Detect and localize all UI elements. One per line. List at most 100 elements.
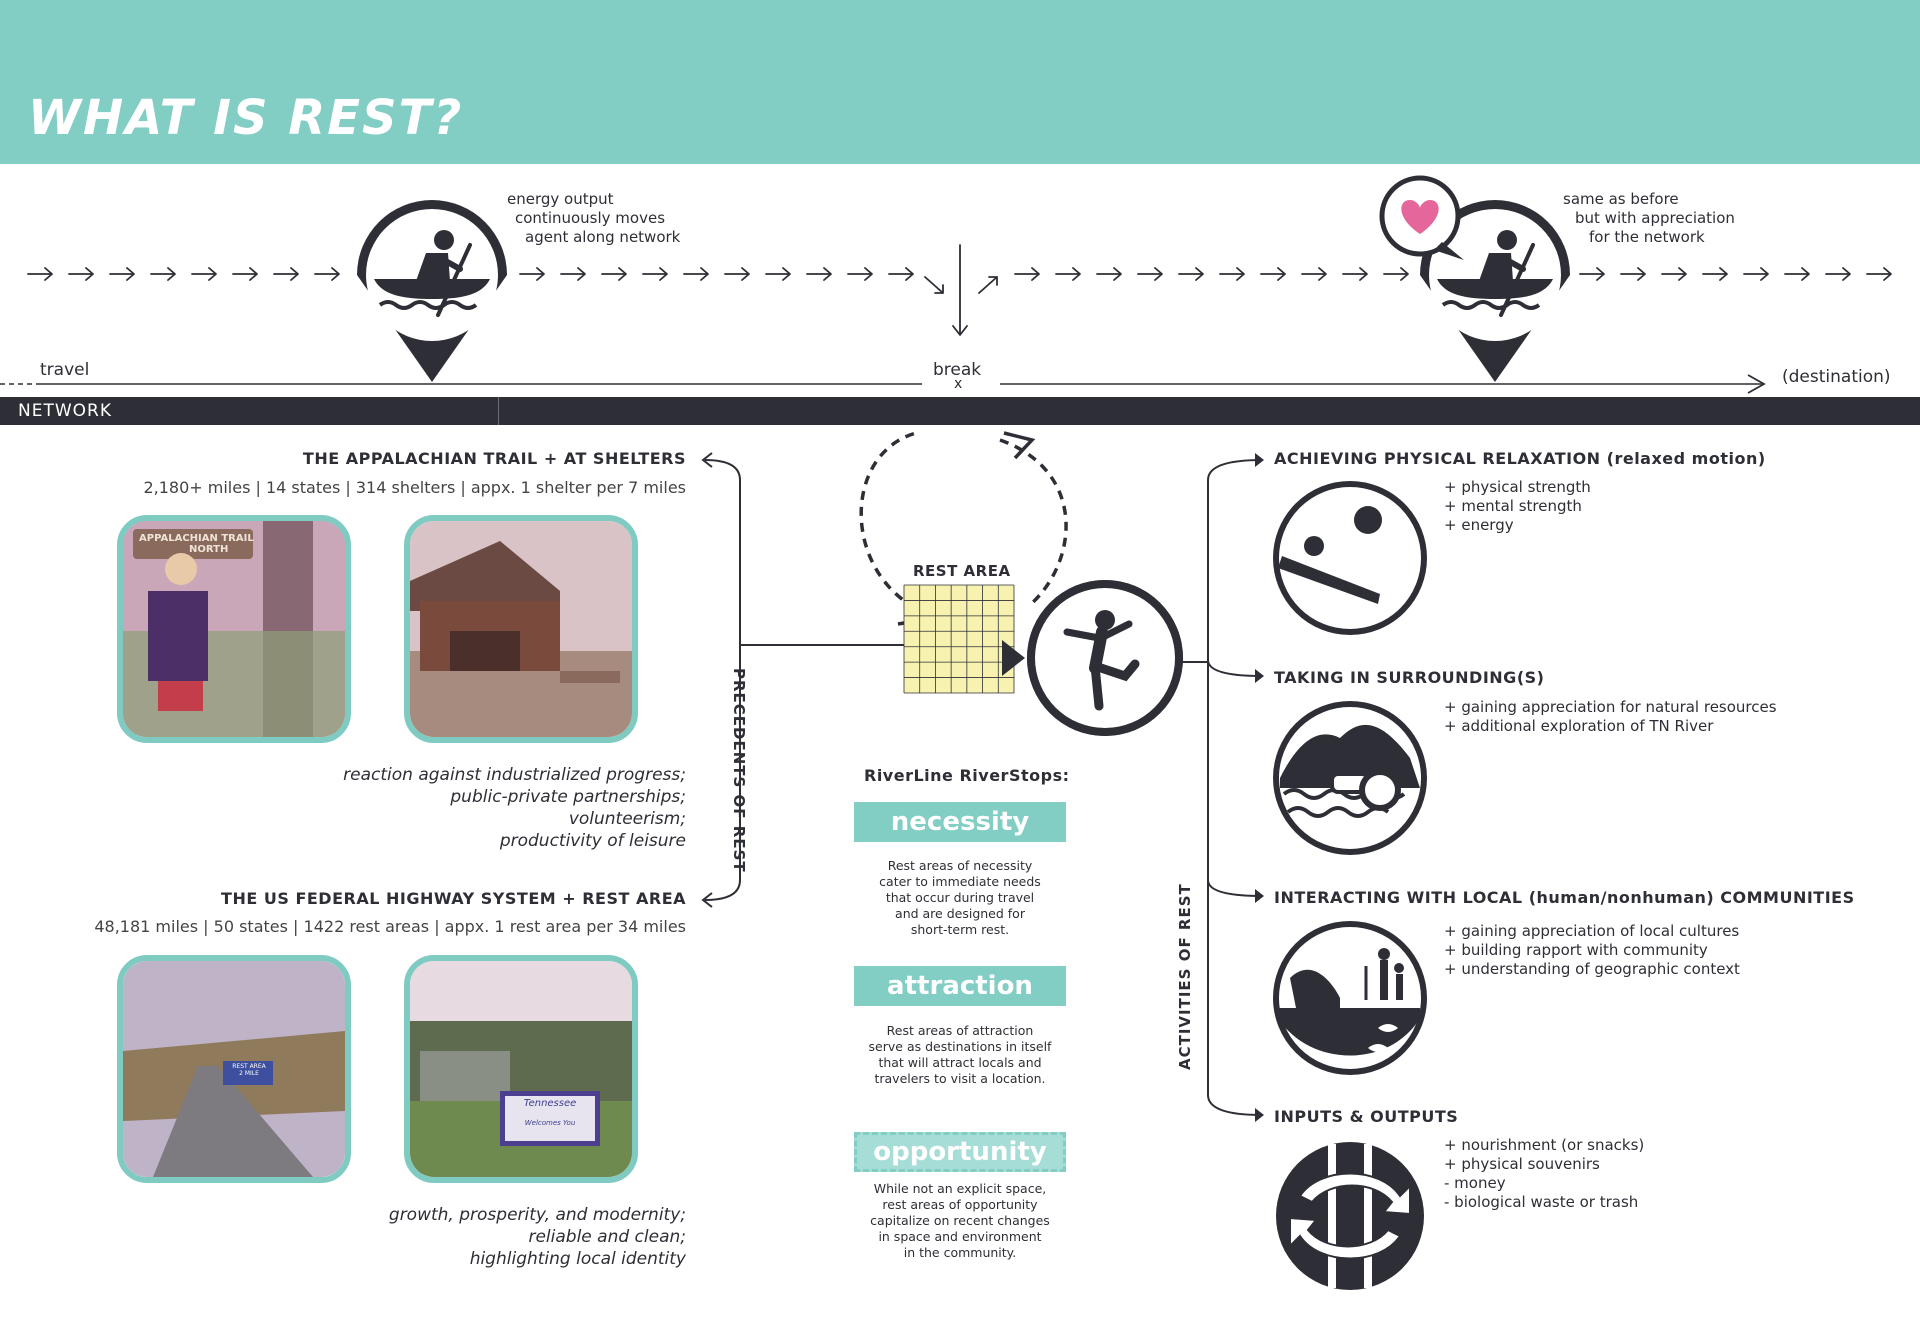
flow-arrow (273, 267, 299, 281)
activity-title-inputs: INPUTS & OUTPUTS (1274, 1107, 1459, 1126)
bullet: - money (1444, 1174, 1506, 1192)
flow-arrow (1055, 267, 1081, 281)
attraction-description: Rest areas of attraction serve as destin… (860, 1023, 1060, 1087)
highway-title: THE US FEDERAL HIGHWAY SYSTEM + REST ARE… (221, 889, 686, 908)
sign-line: REST AREA (232, 1063, 266, 1070)
note-line: agent along network (525, 228, 681, 246)
desc-line: that occur during travel (885, 890, 1035, 905)
trail-hiker-photo: APPALACHIAN TRAIL NORTH (117, 515, 351, 743)
flow-arrow (191, 267, 217, 281)
heart-icon (1401, 200, 1439, 234)
flow-arrow (683, 267, 709, 281)
canoe-icon (374, 230, 490, 317)
heart-bubble (1379, 175, 1464, 260)
sign-line: NORTH (189, 544, 229, 555)
trail-title: THE APPALACHIAN TRAIL + AT SHELTERS (302, 449, 686, 468)
flow-arrow (1825, 267, 1851, 281)
quote-line: public-private partnerships; (450, 787, 686, 807)
note-line: energy output (507, 190, 614, 208)
desc-line: capitalize on recent changes (870, 1213, 1050, 1228)
destination-arrowhead (1747, 374, 1766, 394)
trail-shelter-photo (404, 515, 638, 743)
runner-pin (1002, 580, 1183, 736)
page-title: WHAT IS REST? (28, 90, 464, 146)
flow-arrow (847, 267, 873, 281)
bullet: + mental strength (1444, 497, 1582, 515)
desc-line: cater to immediate needs (879, 874, 1041, 889)
header-banner (0, 0, 1920, 164)
flow-arrow (1014, 267, 1040, 281)
activity-bullets-surroundings: + gaining appreciation for natural resou… (1444, 698, 1777, 736)
attraction-pill: attraction (854, 966, 1066, 1006)
rest-area-grid (903, 584, 1015, 694)
desc-line: Rest areas of attraction (886, 1023, 1034, 1038)
activities-label: ACTIVITIES OF REST (1176, 883, 1194, 1070)
trail-sign: APPALACHIAN TRAIL NORTH (139, 533, 254, 555)
flow-arrow (1260, 267, 1286, 281)
note-line: same as before (1563, 190, 1679, 208)
flow-arrow (1178, 267, 1204, 281)
flow-arrow (560, 267, 586, 281)
network-divider (498, 397, 499, 425)
trail-stats: 2,180+ miles | 14 states | 314 shelters … (143, 478, 686, 497)
down-arrow (952, 244, 968, 336)
appreciation-note: same as before but with appreciation for… (1563, 190, 1735, 247)
connector-lines (701, 430, 1264, 1122)
down-right-arrow (924, 276, 944, 294)
bullet: - biological waste or trash (1444, 1193, 1639, 1211)
desc-line: rest areas of opportunity (882, 1197, 1038, 1212)
desc-line: that will attract locals and (878, 1055, 1042, 1070)
flow-arrow (1342, 267, 1368, 281)
network-label: NETWORK (18, 401, 112, 421)
bullet: + additional exploration of TN River (1444, 717, 1714, 735)
flow-arrow (642, 267, 668, 281)
flow-arrow (1219, 267, 1245, 281)
note-line: continuously moves (515, 209, 666, 227)
flow-arrow (232, 267, 258, 281)
break-label: break (933, 360, 982, 380)
flow-arrow (1096, 267, 1122, 281)
flow-arrow (724, 267, 750, 281)
bullet: + physical strength (1444, 478, 1591, 496)
flow-arrow (1137, 267, 1163, 281)
desc-line: and are designed for (895, 906, 1025, 921)
trail-quotes: reaction against industrialized progress… (343, 764, 686, 852)
quote-line: volunteerism; (568, 809, 686, 829)
riverline-title: RiverLine RiverStops: (864, 766, 1070, 785)
community-icon (1273, 921, 1427, 1075)
flow-arrows (27, 244, 1892, 336)
destination-label: (destination) (1782, 367, 1891, 387)
desc-line: travelers to visit a location. (874, 1071, 1046, 1086)
activity-bullets-relaxation: + physical strength + mental strength + … (1444, 478, 1591, 535)
up-right-arrow (978, 276, 998, 294)
quote-line: reaction against industrialized progress… (343, 765, 686, 785)
bullet: + physical souvenirs (1444, 1155, 1600, 1173)
relaxation-icon (1273, 481, 1427, 635)
flow-arrow (1383, 267, 1409, 281)
flow-arrow (1743, 267, 1769, 281)
activity-bullets-communities: + gaining appreciation of local cultures… (1444, 922, 1740, 979)
cycle-icon (1276, 1142, 1424, 1290)
precedents-label: PRECEDENTS OF REST (730, 668, 748, 873)
note-line: but with appreciation (1575, 209, 1735, 227)
necessity-pill: necessity (854, 802, 1066, 842)
bullet: + energy (1444, 516, 1514, 534)
quote-line: highlighting local identity (469, 1249, 686, 1269)
break-mark: x (954, 376, 963, 392)
bullet: + understanding of geographic context (1444, 960, 1740, 978)
desc-line: While not an explicit space, (873, 1181, 1047, 1196)
bullet: + building rapport with community (1444, 941, 1708, 959)
flow-arrow (1661, 267, 1687, 281)
flow-arrow (806, 267, 832, 281)
runner-icon (1063, 610, 1140, 711)
necessity-description: Rest areas of necessity cater to immedia… (860, 858, 1060, 938)
flow-arrow (519, 267, 545, 281)
desc-line: in the community. (903, 1245, 1017, 1260)
flow-arrow (765, 267, 791, 281)
desc-line: Rest areas of necessity (887, 858, 1033, 873)
flow-arrow (1620, 267, 1646, 281)
desc-line: short-term rest. (910, 922, 1010, 937)
quote-line: productivity of leisure (499, 831, 686, 851)
highway-stats: 48,181 miles | 50 states | 1422 rest are… (94, 917, 686, 936)
flow-arrow (888, 267, 914, 281)
